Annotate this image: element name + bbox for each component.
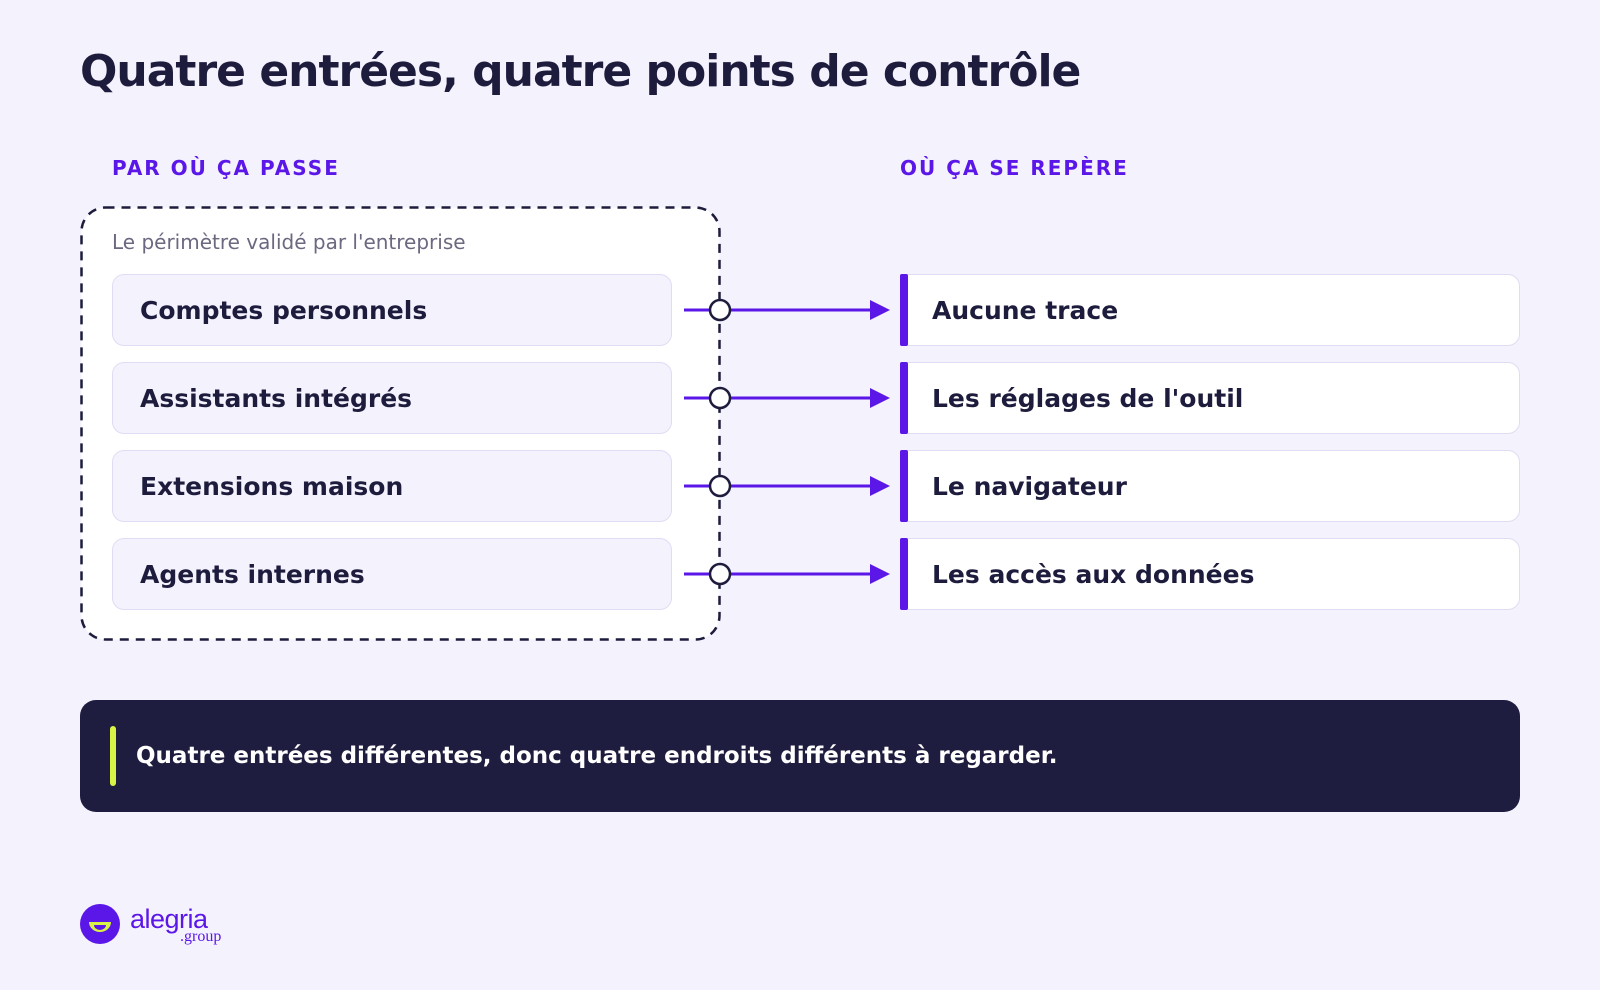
entry-personal-accounts: Comptes personnels <box>112 274 672 346</box>
target-no-trace: Aucune trace <box>900 274 1520 346</box>
brand-logo: alegria .group <box>80 904 240 950</box>
connector-4 <box>684 562 890 586</box>
perimeter-caption: Le périmètre validé par l'entreprise <box>112 230 466 254</box>
connector-3 <box>684 474 890 498</box>
brand-name: alegria <box>130 904 208 934</box>
entry-integrated-assistants: Assistants intégrés <box>112 362 672 434</box>
connector-2 <box>684 386 890 410</box>
target-tool-settings: Les réglages de l'outil <box>900 362 1520 434</box>
smile-logo-icon <box>80 904 120 944</box>
entry-homemade-extensions: Extensions maison <box>112 450 672 522</box>
connector-1 <box>684 298 890 322</box>
target-accent-bar <box>900 274 908 346</box>
summary-callout: Quatre entrées différentes, donc quatre … <box>80 700 1520 812</box>
target-browser: Le navigateur <box>900 450 1520 522</box>
left-column-label: PAR OÙ ÇA PASSE <box>112 156 340 180</box>
target-data-access: Les accès aux données <box>900 538 1520 610</box>
right-column-label: OÙ ÇA SE REPÈRE <box>900 156 1129 180</box>
callout-text: Quatre entrées différentes, donc quatre … <box>136 743 1058 769</box>
entry-internal-agents: Agents internes <box>112 538 672 610</box>
callout-accent-bar <box>110 726 116 786</box>
page-title: Quatre entrées, quatre points de contrôl… <box>80 46 1081 97</box>
target-accent-bar <box>900 538 908 610</box>
target-accent-bar <box>900 450 908 522</box>
brand-suffix: .group <box>180 928 222 945</box>
target-accent-bar <box>900 362 908 434</box>
